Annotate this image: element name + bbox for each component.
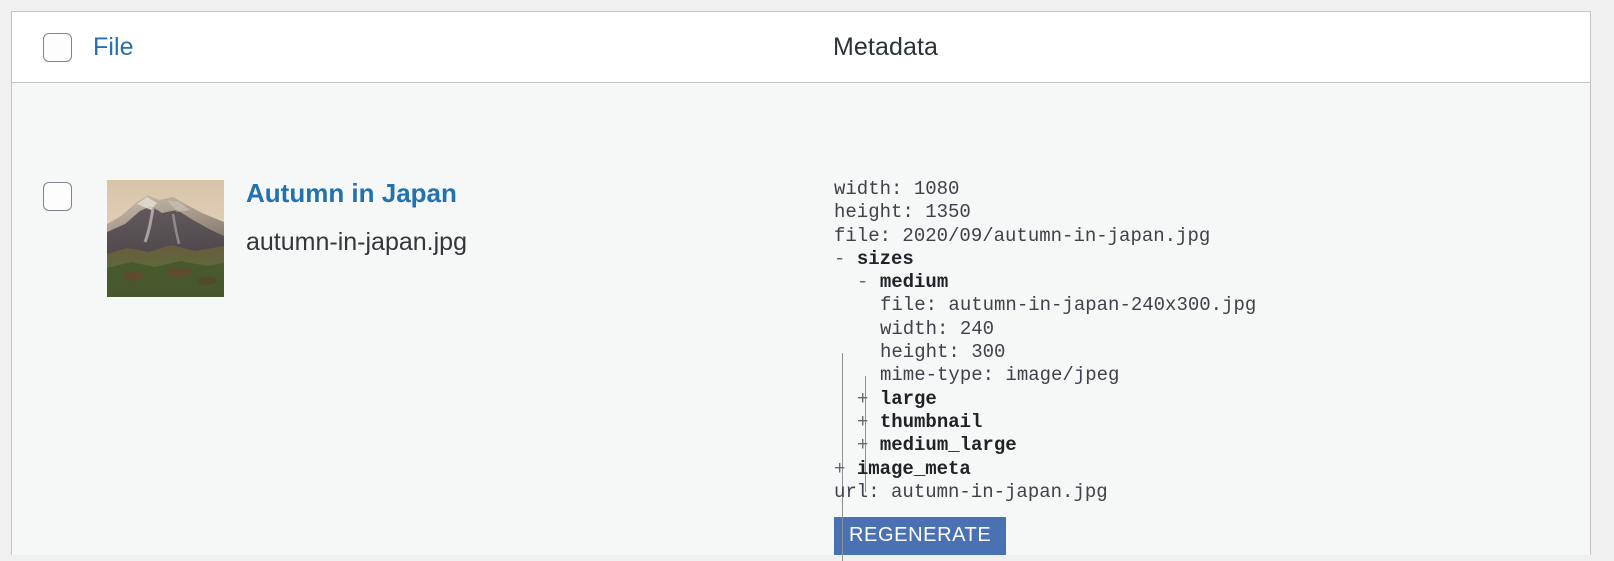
metadata-line[interactable]: - sizes [834,248,1590,271]
metadata-line: mime-type: image/jpeg [834,364,1590,387]
metadata-line: width: 1080 [834,178,1590,201]
metadata-line: height: 1350 [834,201,1590,224]
row-select-checkbox[interactable] [43,182,72,211]
attachment-title-link[interactable]: Autumn in Japan [246,178,457,208]
file-text-block: Autumn in Japan autumn-in-japan.jpg [246,177,467,258]
metadata-entry: width: 1080 [834,178,960,200]
metadata-line: width: 240 [834,318,1590,341]
metadata-line: height: 300 [834,341,1590,364]
table-row: Autumn in Japan autumn-in-japan.jpg widt… [12,83,1590,561]
thumbnail-wrap [107,180,224,297]
file-cell: Autumn in Japan autumn-in-japan.jpg [93,83,833,297]
regenerate-button[interactable]: REGENERATE [834,517,1007,556]
expand-toggle-icon[interactable]: + [834,457,857,480]
metadata-line[interactable]: + image_meta [834,458,1590,481]
expand-toggle-icon[interactable]: + [857,434,880,457]
metadata-entry: height: 1350 [834,201,971,224]
row-select-cell [12,83,93,211]
metadata-entry: mime-type: image/jpeg [880,364,1120,387]
metadata-key: sizes [856,247,914,270]
select-all-cell [12,32,93,62]
metadata-line[interactable]: + large [834,388,1590,411]
metadata-line[interactable]: + medium_large [834,434,1590,457]
metadata-line: url: autumn-in-japan.jpg [834,481,1590,504]
metadata-line: file: autumn-in-japan-240x300.jpg [834,294,1590,317]
metadata-key: large [879,387,937,410]
metadata-column-header: Metadata [833,33,1590,62]
metadata-line: file: 2020/09/autumn-in-japan.jpg [834,225,1590,248]
metadata-key: thumbnail [879,410,983,433]
expand-toggle-icon[interactable]: + [857,410,880,433]
select-all-checkbox[interactable] [43,32,72,62]
metadata-entry: file: autumn-in-japan-240x300.jpg [880,294,1257,317]
metadata-key: medium_large [879,434,1017,457]
mountain-landscape-thumbnail-icon [107,180,224,297]
tree-guide-level-2 [865,376,866,492]
metadata-key: image_meta [856,457,971,480]
file-column-sort-link[interactable]: File [93,32,134,61]
tree-guide-level-1 [842,353,843,561]
collapse-toggle-icon[interactable]: - [834,247,857,270]
metadata-entry: height: 300 [880,341,1006,364]
metadata-line[interactable]: - medium [834,271,1590,294]
attachment-thumbnail-image[interactable] [107,180,224,297]
expand-toggle-icon[interactable]: + [857,387,880,410]
metadata-line[interactable]: + thumbnail [834,411,1590,434]
table-header-row: File Metadata [12,12,1590,83]
metadata-entry: width: 240 [880,317,995,340]
metadata-key: medium [879,271,949,294]
media-library-table: File Metadata [11,11,1591,561]
metadata-entry: file: 2020/09/autumn-in-japan.jpg [834,224,1211,247]
metadata-column-label: Metadata [833,32,939,61]
attachment-filename: autumn-in-japan.jpg [246,227,467,256]
file-column-header: File [93,33,833,62]
collapse-toggle-icon[interactable]: - [857,271,880,294]
